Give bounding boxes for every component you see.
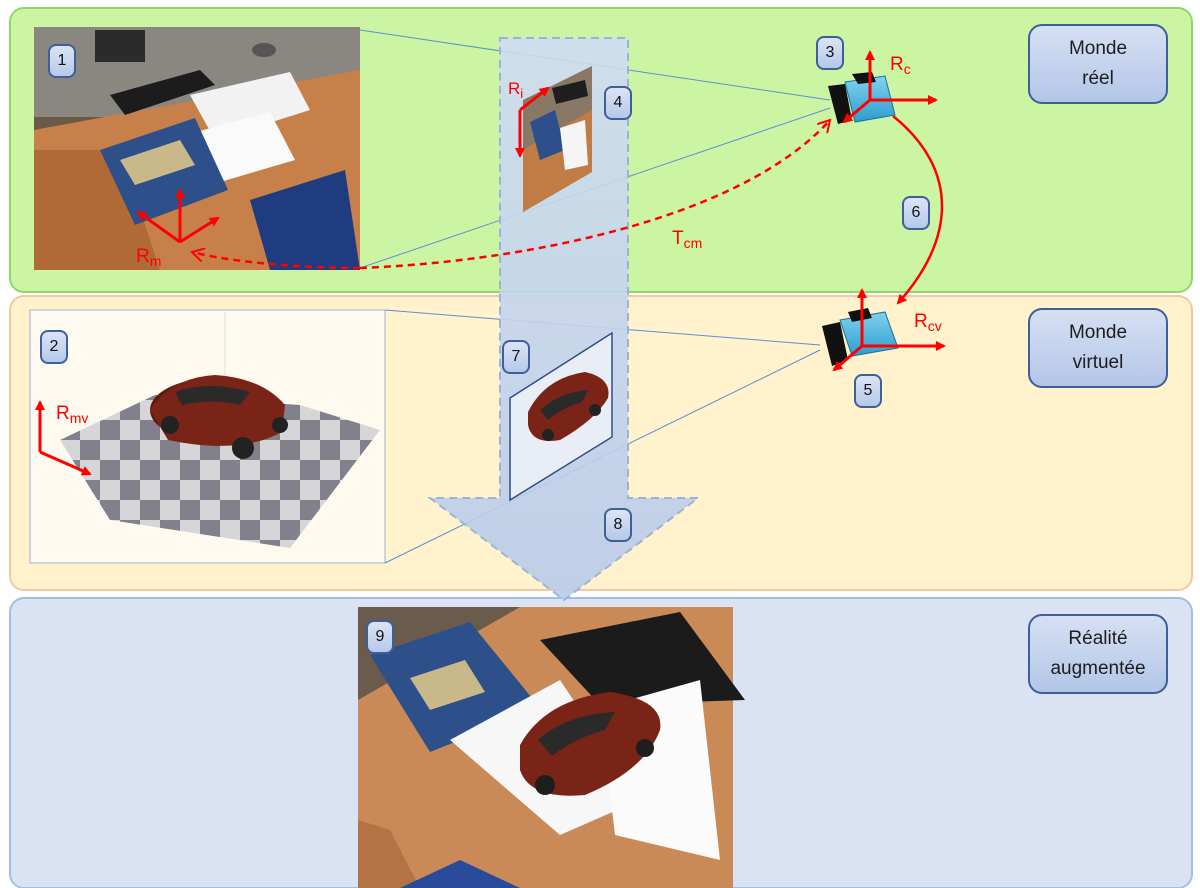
pipeline-arrow [427,37,701,602]
frame-rcv-axes [832,288,946,372]
label-rcv: Rcv [914,311,942,334]
zone-label-line: Monde [1068,38,1128,59]
step-badge-6: 6 [902,196,930,230]
projected-car [528,372,609,441]
virtual-car [150,375,288,459]
zone-label-augmented-reality: Réalité augmentée [1028,614,1168,694]
camera-sync-arrow [892,115,944,305]
frame-ri-axes [515,86,550,158]
frame-rmv-axes [35,400,92,476]
label-rm: Rm [136,246,161,269]
virtual-scene-panel [29,309,386,564]
checkerboard-floor [60,395,380,548]
zone-label-real-world: Monde réel [1028,24,1168,104]
step-badge-9: 9 [366,620,394,654]
label-rmv: Rmv [56,403,88,426]
label-rc: Rc [890,54,911,77]
zone-label-line: Monde [1068,322,1128,343]
augmented-reality-photo [358,607,745,888]
label-tcm: Tcm [672,228,702,251]
image-plane-photo [523,66,592,212]
real-scene-photo [34,27,360,270]
virtual-image-plane [509,331,613,502]
zone-label-line: Réalité [1068,628,1128,649]
zone-label-line: virtuel [1072,352,1124,373]
step-badge-2: 2 [40,330,68,364]
step-badge-1: 1 [48,44,76,78]
step-badge-5: 5 [854,374,882,408]
zone-label-line: réel [1082,68,1114,89]
frame-rc-axes [842,50,938,124]
step-badge-4: 4 [604,86,632,120]
ar-car [520,692,661,796]
step-badge-3: 3 [816,36,844,70]
zone-label-line: augmentée [1050,658,1146,679]
step-badge-7: 7 [502,340,530,374]
label-ri: Ri [508,79,523,101]
step-badge-8: 8 [604,508,632,542]
tcm-transform-curve [359,120,830,270]
frame-rm-axes [136,188,220,244]
zone-label-virtual-world: Monde virtuel [1028,308,1168,388]
